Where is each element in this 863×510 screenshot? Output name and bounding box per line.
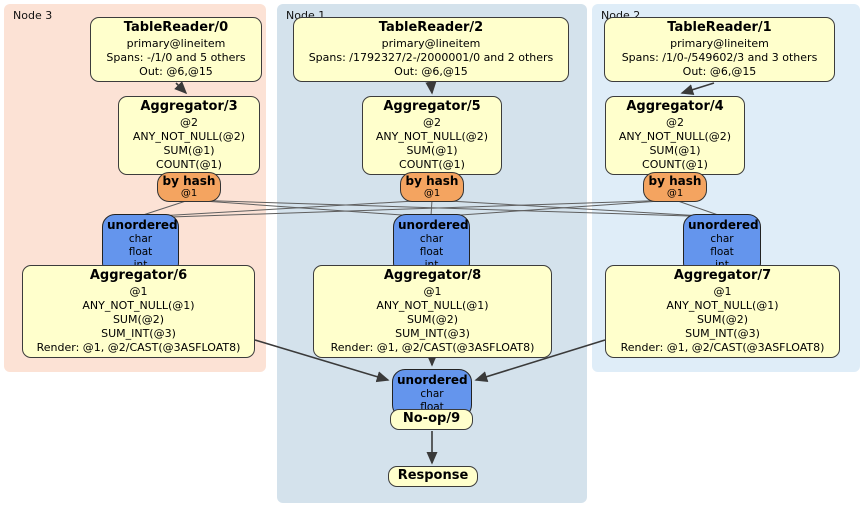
processor-title: Aggregator/8 <box>383 268 482 283</box>
router-title: by hash <box>648 174 702 188</box>
processor-aggregator-5: Aggregator/5 @2 ANY_NOT_NULL(@2) SUM(@1)… <box>362 96 502 175</box>
sync-title: unordered <box>688 218 759 232</box>
processor-title: Aggregator/6 <box>89 268 188 283</box>
group-cols-label: @1 <box>129 284 148 298</box>
agg-func-label: ANY_NOT_NULL(@1) <box>82 298 195 312</box>
processor-tablereader-2: TableReader/2 primary@lineitem Spans: /1… <box>293 17 569 82</box>
agg-func-label: SUM(@1) <box>163 143 215 157</box>
sync-type-label: float <box>419 246 444 259</box>
sync-type-label: char <box>419 233 444 245</box>
sync-type-label: char <box>710 233 734 245</box>
router-cols-label: @1 <box>423 188 441 200</box>
processor-aggregator-4: Aggregator/4 @2 ANY_NOT_NULL(@2) SUM(@1)… <box>605 96 745 175</box>
sync-type-label: char <box>128 233 153 245</box>
router-by-hash-5: by hash @1 <box>400 172 464 203</box>
sync-title: unordered <box>398 218 469 232</box>
render-label: Render: @1, @2/CAST(@3ASFLOAT8) <box>330 340 535 354</box>
processor-aggregator-3: Aggregator/3 @2 ANY_NOT_NULL(@2) SUM(@1)… <box>118 96 260 175</box>
processor-tablereader-0: TableReader/0 primary@lineitem Spans: -/… <box>90 17 262 82</box>
agg-func-label: SUM_INT(@3) <box>101 326 176 340</box>
out-label: Out: @6,@15 <box>139 64 213 78</box>
agg-func-label: SUM(@1) <box>649 143 701 157</box>
out-label: Out: @6,@15 <box>682 64 757 78</box>
group-cols-label: @2 <box>666 115 684 129</box>
sync-type-label: float <box>710 246 734 259</box>
agg-func-label: ANY_NOT_NULL(@2) <box>618 129 732 143</box>
router-by-hash-3: by hash @1 <box>157 172 221 203</box>
spans-label: Spans: /1/0-/549602/3 and 3 others <box>621 50 818 64</box>
processor-title: TableReader/2 <box>378 20 484 35</box>
group-cols-label: @1 <box>713 284 732 298</box>
sync-title: unordered <box>107 218 178 232</box>
processor-tablereader-1: TableReader/1 primary@lineitem Spans: /1… <box>604 17 835 82</box>
index-label: primary@lineitem <box>126 36 226 50</box>
processor-title: Aggregator/5 <box>383 99 481 114</box>
agg-func-label: SUM_INT(@3) <box>395 326 470 340</box>
spans-label: Spans: -/1/0 and 5 others <box>106 50 246 64</box>
sync-title: unordered <box>397 373 468 387</box>
processor-title: No-op/9 <box>402 411 461 426</box>
group-cols-label: @2 <box>423 115 441 129</box>
agg-func-label: SUM(@1) <box>406 143 458 157</box>
group-cols-label: @1 <box>423 284 442 298</box>
processor-title: Aggregator/7 <box>673 268 772 283</box>
agg-func-label: ANY_NOT_NULL(@2) <box>132 129 246 143</box>
agg-func-label: SUM(@2) <box>696 312 749 326</box>
index-label: primary@lineitem <box>381 36 481 50</box>
sync-type-label: char <box>420 388 444 400</box>
router-cols-label: @1 <box>180 188 198 200</box>
agg-func-label: COUNT(@1) <box>642 157 708 171</box>
processor-title: Aggregator/3 <box>140 99 238 114</box>
response-title: Response <box>397 468 469 483</box>
agg-func-label: ANY_NOT_NULL(@1) <box>666 298 779 312</box>
agg-func-label: SUM(@2) <box>406 312 459 326</box>
agg-func-label: SUM_INT(@3) <box>685 326 760 340</box>
agg-func-label: ANY_NOT_NULL(@1) <box>376 298 489 312</box>
agg-func-label: SUM(@2) <box>112 312 165 326</box>
processor-title: TableReader/1 <box>667 20 772 35</box>
spans-label: Spans: /1792327/2-/2000001/0 and 2 other… <box>308 50 554 64</box>
router-title: by hash <box>162 174 216 188</box>
response-box: Response <box>388 466 478 487</box>
processor-title: TableReader/0 <box>123 20 229 35</box>
render-label: Render: @1, @2/CAST(@3ASFLOAT8) <box>620 340 825 354</box>
processor-title: Aggregator/4 <box>626 99 724 114</box>
sync-type-label: float <box>128 246 153 259</box>
router-by-hash-4: by hash @1 <box>643 172 707 203</box>
index-label: primary@lineitem <box>670 36 769 50</box>
agg-func-label: ANY_NOT_NULL(@2) <box>375 129 489 143</box>
processor-aggregator-6: Aggregator/6 @1 ANY_NOT_NULL(@1) SUM(@2)… <box>22 265 255 358</box>
processor-aggregator-8: Aggregator/8 @1 ANY_NOT_NULL(@1) SUM(@2)… <box>313 265 552 358</box>
node-group-label: Node 3 <box>13 9 53 22</box>
agg-func-label: COUNT(@1) <box>156 157 222 171</box>
render-label: Render: @1, @2/CAST(@3ASFLOAT8) <box>36 340 241 354</box>
processor-noop: No-op/9 <box>390 409 473 430</box>
router-cols-label: @1 <box>666 188 684 200</box>
router-title: by hash <box>405 174 459 188</box>
processor-aggregator-7: Aggregator/7 @1 ANY_NOT_NULL(@1) SUM(@2)… <box>605 265 840 358</box>
agg-func-label: COUNT(@1) <box>399 157 465 171</box>
out-label: Out: @6,@15 <box>394 64 468 78</box>
group-cols-label: @2 <box>180 115 198 129</box>
